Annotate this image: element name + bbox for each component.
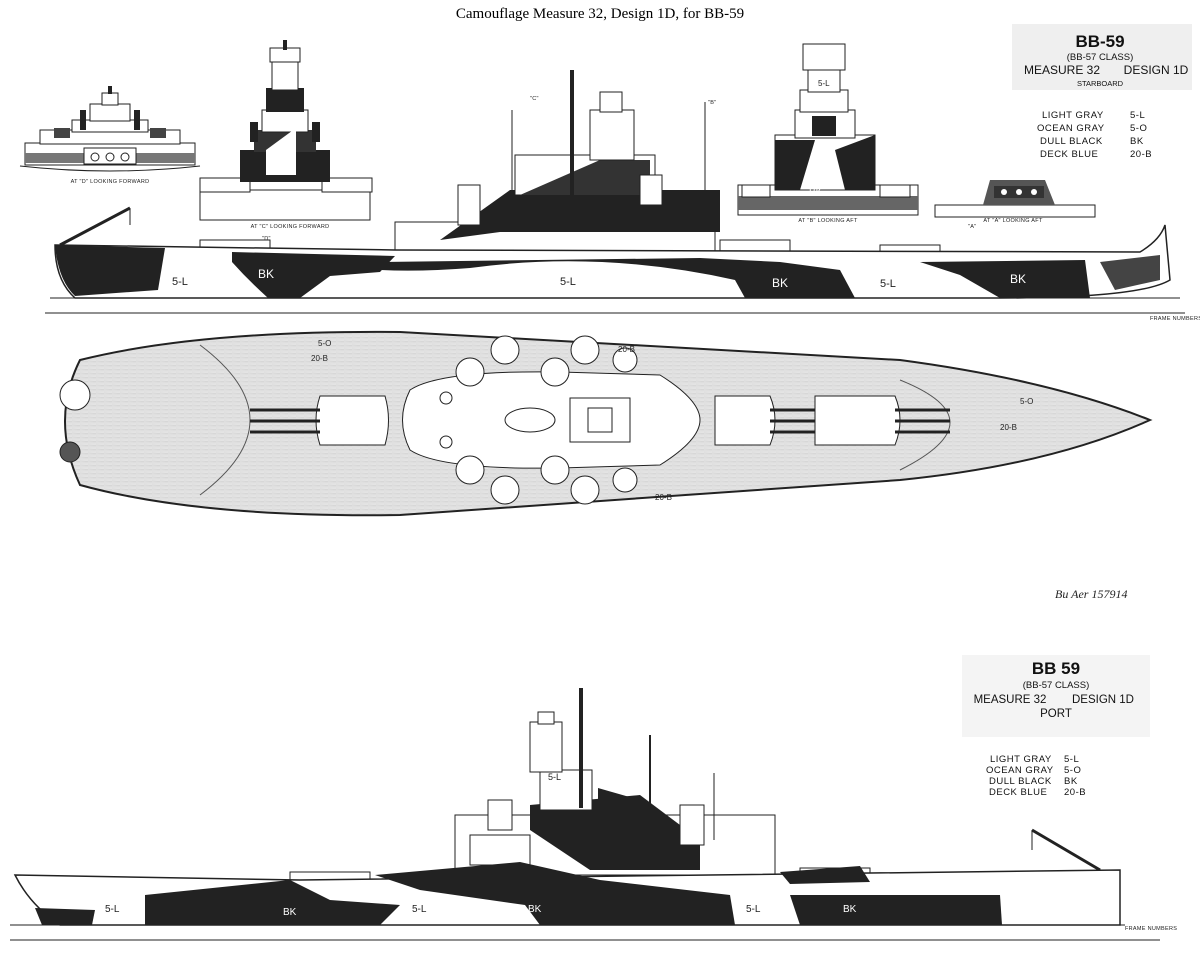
port-hull-label-2: BK <box>283 907 297 918</box>
key-code-3: BK <box>1130 136 1144 147</box>
starboard-side: STARBOARD <box>1077 79 1124 88</box>
deck-label-3: 20-B <box>618 345 635 354</box>
starboard-title-block: BB-59 (BB-57 CLASS) MEASURE 32 DESIGN 1D… <box>1012 24 1192 90</box>
starboard-measure: MEASURE 32 <box>1024 63 1100 77</box>
section-view-b: BK 5-L AT "B" LOOKING AFT <box>737 43 919 224</box>
key-name-4: DECK BLUE <box>1040 149 1098 160</box>
port-key-name-2: OCEAN GRAY <box>986 765 1054 776</box>
port-hull-label-6: BK <box>843 904 857 915</box>
starboard-class: (BB-57 CLASS) <box>1067 52 1134 63</box>
port-key-code-3: BK <box>1064 776 1078 787</box>
port-measure: MEASURE 32 <box>974 694 1047 706</box>
deck-label-6: 20-B <box>1000 423 1017 432</box>
deck-plan: 5-O 20-B 20-B 20-B 5-O 20-B <box>59 330 1153 517</box>
starboard-hull-label-6: BK <box>1010 272 1026 286</box>
starboard-hull-label-2: BK <box>258 267 274 281</box>
key-code-1: 5-L <box>1130 110 1145 121</box>
port-key-name-1: LIGHT GRAY <box>990 754 1052 765</box>
deck-label-4: 20-B <box>655 493 672 502</box>
port-profile: 5-L FRAME NUMBERS 5-L BK 5-L BK 5-L BK <box>10 688 1177 941</box>
section-label-bk: BK <box>809 187 823 198</box>
section-marker-c: "C" <box>530 96 539 102</box>
port-key-name-3: DULL BLACK <box>989 776 1052 787</box>
superstructure-label: 5-L <box>548 772 561 782</box>
section-marker-b: "B" <box>708 100 716 106</box>
section-view-c: AT "C" LOOKING FORWARD <box>199 40 373 230</box>
port-hull-label-1: 5-L <box>105 904 120 915</box>
port-design: DESIGN 1D <box>1072 694 1134 706</box>
section-view-d: AT "D" LOOKING FORWARD <box>19 86 201 185</box>
starboard-design: DESIGN 1D <box>1124 63 1189 77</box>
port-hull-label-5: 5-L <box>746 904 761 915</box>
port-hull-label-4: BK <box>528 904 542 915</box>
starboard-hull-label-4: BK <box>772 276 788 290</box>
section-view-a: AT "A" LOOKING AFT <box>934 180 1096 224</box>
key-name-2: OCEAN GRAY <box>1037 123 1105 134</box>
port-key-code-4: 20-B <box>1064 787 1086 798</box>
port-side: PORT <box>1040 708 1072 720</box>
port-key-name-4: DECK BLUE <box>989 787 1047 798</box>
frame-numbers-top: FRAME NUMBERS <box>1150 316 1200 322</box>
key-code-2: 5-O <box>1130 123 1147 134</box>
starboard-color-key: LIGHT GRAY 5-L OCEAN GRAY 5-O DULL BLACK… <box>1037 110 1152 160</box>
starboard-profile: "C" "B" "D" "A" FRAME NUMBERS 5-L BK 5-L… <box>45 70 1200 322</box>
starboard-hull-label-5: 5-L <box>880 278 896 290</box>
page-title: Camouflage Measure 32, Design 1D, for BB… <box>455 6 745 22</box>
section-label-5l: 5-L <box>818 79 830 88</box>
port-hull-number: BB 59 <box>1032 659 1080 678</box>
section-marker-a: "A" <box>968 224 976 230</box>
port-key-code-2: 5-O <box>1064 765 1081 776</box>
key-code-4: 20-B <box>1130 149 1152 160</box>
section-caption-a: AT "A" LOOKING AFT <box>983 218 1043 224</box>
buaer-number: Bu Aer 157914 <box>1055 587 1127 601</box>
port-title-block: BB 59 (BB-57 CLASS) MEASURE 32 DESIGN 1D… <box>962 655 1150 737</box>
deck-label-5: 5-O <box>1020 397 1033 406</box>
key-name-3: DULL BLACK <box>1040 136 1103 147</box>
deck-label-2: 20-B <box>311 354 328 363</box>
frame-numbers-bottom: FRAME NUMBERS <box>1125 926 1177 932</box>
section-caption-c: AT "C" LOOKING FORWARD <box>251 224 330 230</box>
port-class: (BB-57 CLASS) <box>1023 680 1090 691</box>
port-key-code-1: 5-L <box>1064 754 1079 765</box>
starboard-hull-label-1: 5-L <box>172 276 188 288</box>
port-hull-label-3: 5-L <box>412 904 427 915</box>
section-caption-b: AT "B" LOOKING AFT <box>798 218 858 224</box>
starboard-hull-label-3: 5-L <box>560 276 576 288</box>
section-caption-d: AT "D" LOOKING FORWARD <box>71 179 150 185</box>
port-color-key: LIGHT GRAY 5-L OCEAN GRAY 5-O DULL BLACK… <box>986 754 1086 798</box>
starboard-hull-number: BB-59 <box>1075 32 1124 51</box>
deck-label-1: 5-O <box>318 339 331 348</box>
section-marker-d: "D" <box>262 236 271 242</box>
key-name-1: LIGHT GRAY <box>1042 110 1104 121</box>
